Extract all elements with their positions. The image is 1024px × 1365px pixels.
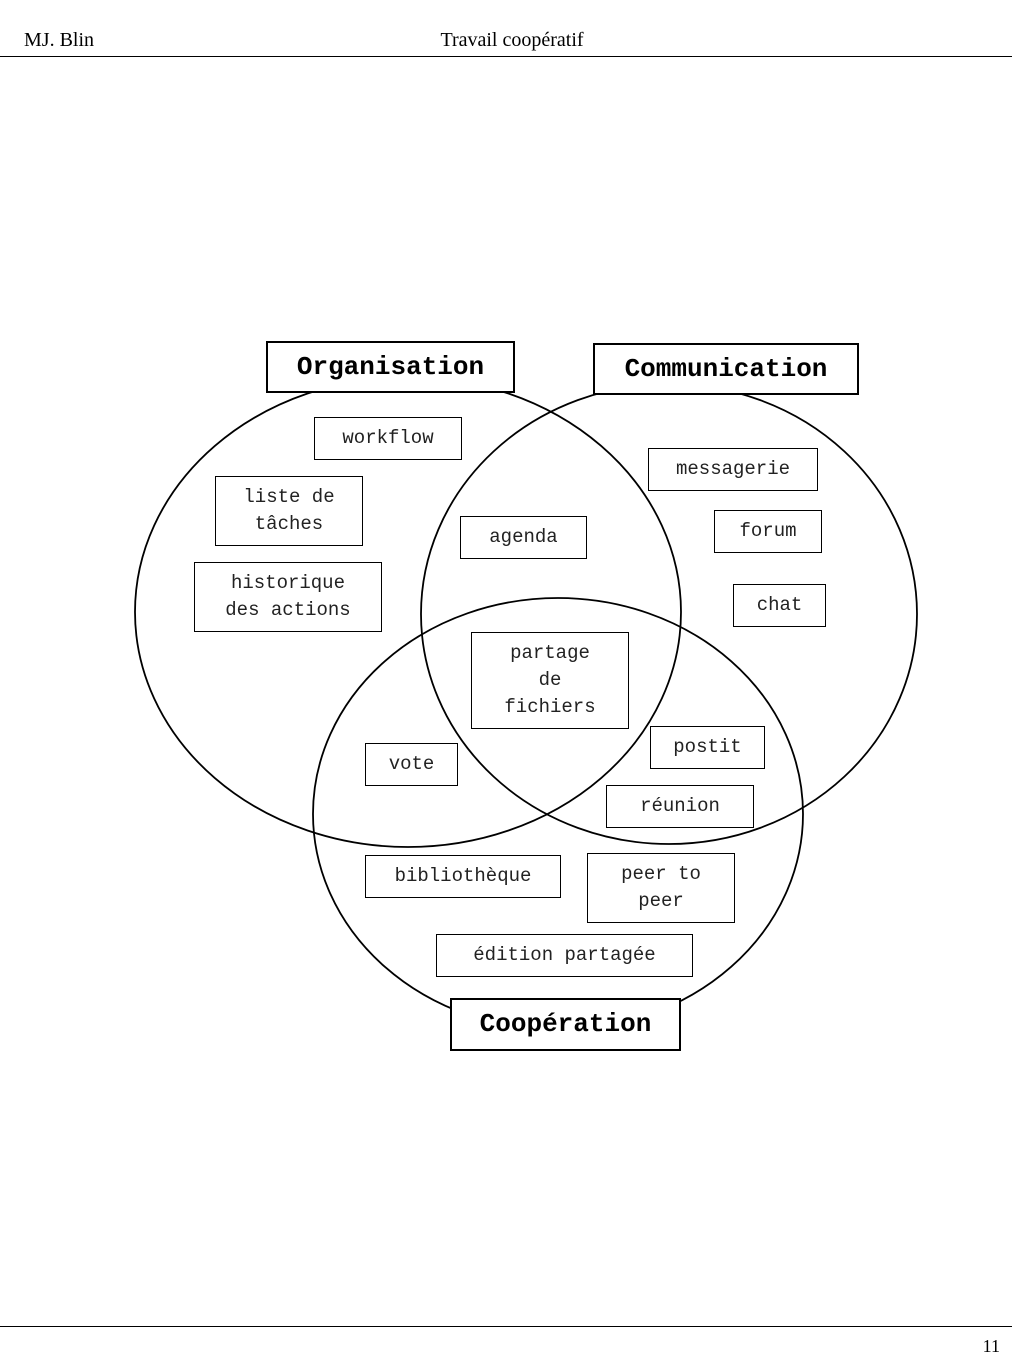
organisation-title: Organisation: [266, 341, 515, 393]
page-number: 11: [982, 1336, 1000, 1356]
item-messagerie: messagerie: [648, 448, 818, 491]
item-bibliotheque: bibliothèque: [365, 855, 561, 898]
header-author: MJ. Blin: [24, 29, 95, 51]
item-forum: forum: [714, 510, 822, 553]
header-rule: [0, 56, 1012, 57]
item-reunion: réunion: [606, 785, 754, 828]
item-agenda: agenda: [460, 516, 587, 559]
item-liste-taches: liste de tâches: [215, 476, 363, 546]
header-title: Travail coopératif: [440, 29, 584, 51]
item-historique: historique des actions: [194, 562, 382, 632]
item-partage-fichiers: partage de fichiers: [471, 632, 629, 729]
cooperation-title: Coopération: [450, 998, 681, 1051]
item-peer-to-peer: peer to peer: [587, 853, 735, 923]
item-edition-partagee: édition partagée: [436, 934, 693, 977]
item-chat: chat: [733, 584, 826, 627]
footer-rule: [0, 1326, 1012, 1327]
item-postit: postit: [650, 726, 765, 769]
item-workflow: workflow: [314, 417, 462, 460]
item-vote: vote: [365, 743, 458, 786]
communication-title: Communication: [593, 343, 859, 395]
